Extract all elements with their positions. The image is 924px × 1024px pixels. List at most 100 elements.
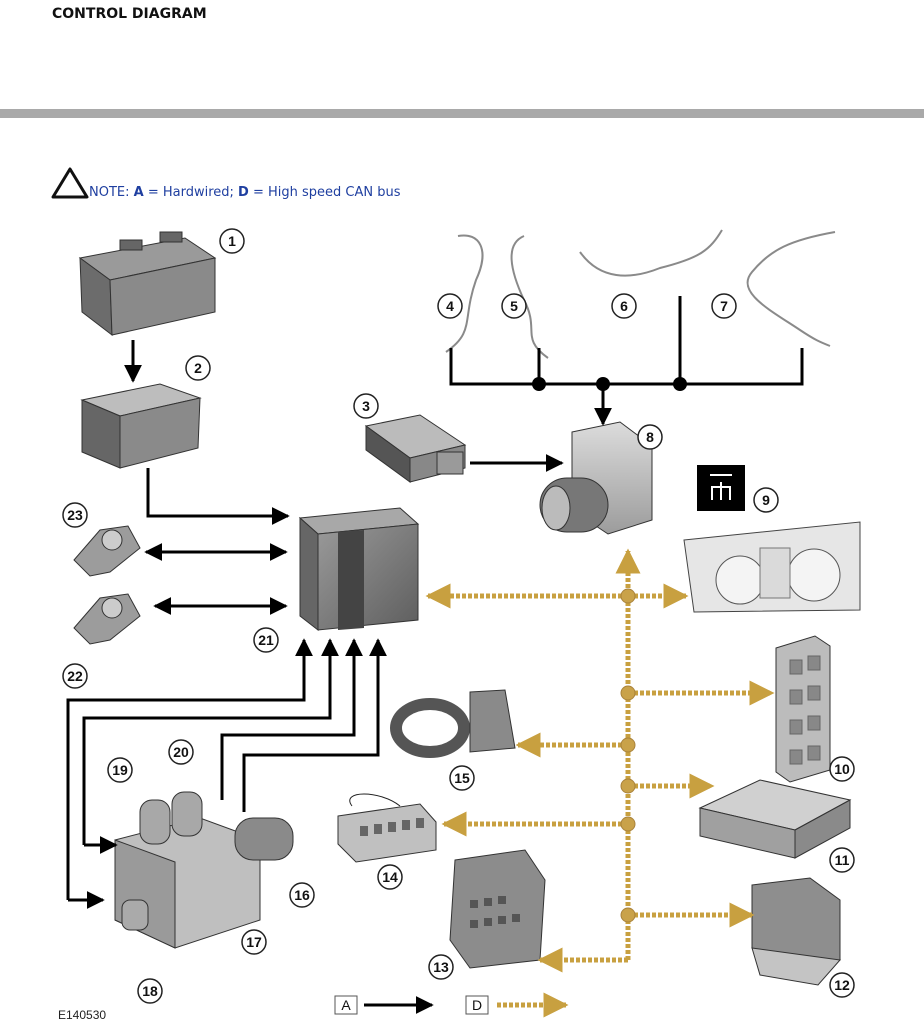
callout-number: 9 <box>762 492 770 508</box>
callout-circle <box>637 424 663 450</box>
note-d-key: D <box>238 185 249 200</box>
callout-circle <box>107 757 133 783</box>
callout-2: 2 <box>185 355 211 381</box>
callout-circle <box>62 502 88 528</box>
callout-22: 22 <box>62 663 88 689</box>
fuse-box-icon <box>80 383 202 469</box>
callout-circle <box>829 972 855 998</box>
callout-number: 5 <box>510 298 518 314</box>
callout-circle <box>437 293 463 319</box>
instrument-cluster-icon <box>683 465 861 613</box>
callout-number: 8 <box>646 429 654 445</box>
valve-block-assembly-icon <box>114 791 294 949</box>
callout-23: 23 <box>62 502 88 528</box>
junction-box-icon <box>775 635 831 783</box>
callout-number: 13 <box>433 959 449 975</box>
bus-junction-dots <box>532 377 687 391</box>
legend-d-box <box>465 995 489 1015</box>
legend-a-box <box>334 995 358 1015</box>
callout-12: 12 <box>829 972 855 998</box>
callout-10: 10 <box>829 756 855 782</box>
callout-number: 16 <box>294 887 310 903</box>
callout-circle <box>137 978 163 1004</box>
hardwired-connections <box>66 296 804 909</box>
control-module-icon <box>751 877 841 986</box>
callout-circle <box>219 228 245 254</box>
callout-6: 6 <box>611 293 637 319</box>
callout-19: 19 <box>107 757 133 783</box>
callout-21: 21 <box>253 627 279 653</box>
callout-8: 8 <box>637 424 663 450</box>
callout-20: 20 <box>168 739 194 765</box>
callout-number: 12 <box>834 977 850 993</box>
callout-18: 18 <box>137 978 163 1004</box>
callout-1: 1 <box>219 228 245 254</box>
callout-circle <box>289 882 315 908</box>
callout-11: 11 <box>829 847 855 873</box>
callout-number: 3 <box>362 398 370 414</box>
callout-circle <box>185 355 211 381</box>
title-divider <box>0 109 924 118</box>
steering-angle-sensor-icon <box>390 689 516 758</box>
callout-circle <box>428 954 454 980</box>
callout-circle <box>168 739 194 765</box>
callout-number: 15 <box>454 770 470 786</box>
callout-number: 1 <box>228 233 236 249</box>
sensor-module-icon <box>364 414 467 483</box>
legend-d-label: D <box>472 997 482 1013</box>
callout-number: 10 <box>834 761 850 777</box>
callout-circle <box>711 293 737 319</box>
callout-number: 11 <box>835 852 850 868</box>
callout-number: 17 <box>246 934 262 950</box>
callout-14: 14 <box>377 864 403 890</box>
note-a-key: A <box>133 185 144 200</box>
battery-icon <box>78 231 217 337</box>
wheel-speed-sensor-harness-icon <box>445 229 836 359</box>
legend: A D <box>334 992 569 1018</box>
height-sensor-icon <box>73 525 141 577</box>
abs-modulator-icon <box>539 421 653 535</box>
callout-17: 17 <box>241 929 267 955</box>
callout-circle <box>377 864 403 890</box>
callout-5: 5 <box>501 293 527 319</box>
page-title: CONTROL DIAGRAM <box>52 6 207 22</box>
callout-number: 7 <box>720 298 728 314</box>
callout-number: 21 <box>258 632 274 648</box>
callout-circle <box>62 663 88 689</box>
can-bus-connections <box>425 548 775 973</box>
warning-triangle-icon <box>51 167 89 199</box>
callout-number: 2 <box>194 360 202 376</box>
callout-16: 16 <box>289 882 315 908</box>
note-d-text: = High speed CAN bus <box>248 185 401 200</box>
callout-circle <box>253 627 279 653</box>
legend-a-label: A <box>341 997 351 1013</box>
callout-circle <box>449 765 475 791</box>
callout-circle <box>241 929 267 955</box>
callout-circle <box>353 393 379 419</box>
callout-9: 9 <box>753 487 779 513</box>
callout-number: 19 <box>112 762 128 778</box>
diagnostic-socket-icon <box>337 793 437 863</box>
main-control-module-icon <box>298 507 420 632</box>
callout-number: 23 <box>67 507 83 523</box>
callout-number: 6 <box>620 298 628 314</box>
figure-id: E140530 <box>58 1008 107 1022</box>
callout-number: 18 <box>142 983 158 999</box>
control-module-icon <box>698 779 852 859</box>
callout-3: 3 <box>353 393 379 419</box>
callout-number: 14 <box>382 869 398 885</box>
callout-circle <box>829 847 855 873</box>
callout-circle <box>829 756 855 782</box>
note-text: NOTE: A = Hardwired; D = High speed CAN … <box>89 185 401 200</box>
callout-circle <box>611 293 637 319</box>
callout-7: 7 <box>711 293 737 319</box>
note-a-text: = Hardwired; <box>143 185 239 200</box>
callout-4: 4 <box>437 293 463 319</box>
callout-number: 4 <box>446 298 454 314</box>
callout-circle <box>753 487 779 513</box>
callout-number: 20 <box>173 744 189 760</box>
can-junction-dots <box>620 588 636 923</box>
height-sensor-icon <box>73 593 141 645</box>
